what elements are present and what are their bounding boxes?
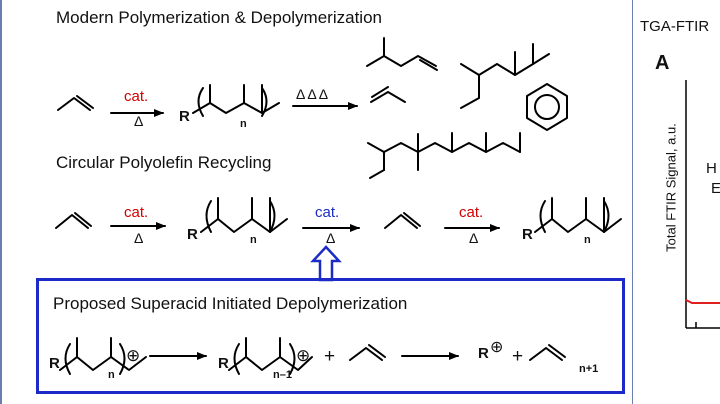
r-group-5: R	[218, 355, 229, 372]
ftir-trace-line	[685, 299, 720, 304]
proposed-title: Proposed Superacid Initiated Depolymeriz…	[53, 294, 408, 313]
heat-label-1: Δ	[134, 113, 144, 129]
r-group-2: R	[187, 226, 198, 243]
polypropylene-molecule-3	[534, 197, 622, 233]
cut-legend-text-2: E	[711, 180, 720, 197]
repeat-n-plus-1: n+1	[579, 363, 599, 375]
heat-label-2: Δ	[134, 230, 144, 246]
cat-label-3: cat.	[459, 204, 484, 221]
ethylene-fragment-product	[370, 86, 406, 103]
modern-title: Modern Polymerization & Depolymerization	[56, 8, 382, 27]
long-chain-alkane-product	[367, 132, 521, 179]
propene-molecule-4	[349, 344, 386, 361]
plus-sign-2: +	[512, 346, 524, 367]
repeat-n-minus-1: n–1	[273, 369, 292, 381]
cation-charge-2: ⊕	[296, 346, 311, 365]
heat-label-4: Δ	[469, 230, 479, 246]
branched-alkane-product	[460, 43, 550, 109]
reaction-scheme	[55, 37, 622, 375]
carbocation-polymer	[59, 337, 147, 375]
panel-letter-a: A	[655, 52, 670, 74]
polypropylene-molecule-2	[200, 197, 288, 233]
repeat-n-2: n	[250, 234, 257, 246]
circular-title: Circular Polyolefin Recycling	[56, 153, 272, 172]
shortened-carbocation-polymer	[228, 337, 313, 375]
propene-molecule-2	[55, 212, 92, 229]
hexene-product	[366, 37, 438, 71]
cation-charge-1: ⊕	[126, 346, 141, 365]
heat-label-3: Δ	[326, 230, 336, 246]
repeat-n-3: n	[584, 234, 591, 246]
cut-legend-text-1: H	[706, 160, 717, 177]
r-group-4: R	[49, 355, 60, 372]
tga-ftir-title: TGA-FTIR	[640, 18, 710, 35]
repeat-n-1: n	[240, 118, 247, 130]
left-edge-bar	[0, 0, 2, 404]
propene-molecule-1	[57, 95, 94, 111]
propene-oligomer	[529, 344, 566, 361]
plus-sign-1: +	[324, 346, 336, 367]
cat-label-blue: cat.	[315, 204, 340, 221]
cat-label-1: cat.	[124, 88, 149, 105]
polypropylene-molecule-1	[192, 84, 280, 117]
propene-molecule-3	[384, 212, 421, 229]
up-arrow-icon	[310, 245, 342, 282]
y-axis-label: Total FTIR Signal, a.u.	[663, 123, 679, 252]
r-group-cation: R	[478, 345, 489, 362]
triple-heat-label: ΔΔΔ	[296, 86, 331, 102]
tga-chart-frame	[685, 80, 720, 329]
repeat-n-4: n	[108, 369, 115, 381]
cat-label-2: cat.	[124, 204, 149, 221]
panel-divider	[632, 0, 633, 404]
cation-charge-3: ⊕	[490, 339, 504, 356]
proposed-mechanism-box: Proposed Superacid Initiated Depolymeriz…	[36, 278, 625, 394]
benzene-product	[526, 83, 568, 131]
r-group-1: R	[179, 108, 190, 125]
r-group-3: R	[522, 226, 533, 243]
